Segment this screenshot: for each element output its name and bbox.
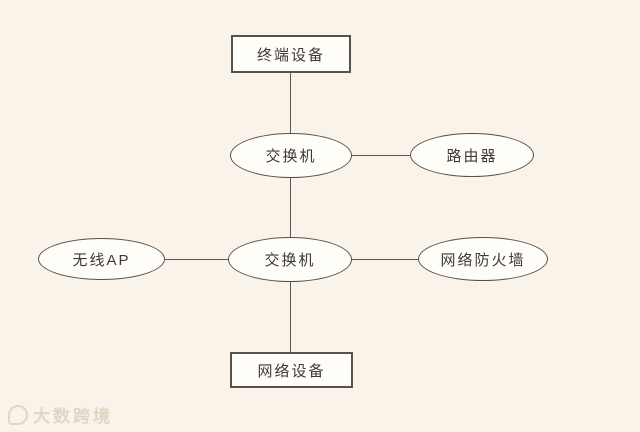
- node-terminal-device: 终端设备: [231, 35, 351, 73]
- node-wireless-ap: 无线AP: [38, 238, 165, 280]
- node-terminal-device-label: 终端设备: [256, 46, 325, 64]
- watermark-text: 大数跨境: [33, 407, 113, 426]
- node-switch-top: 交换机: [230, 133, 352, 178]
- node-switch-mid: 交换机: [228, 237, 352, 282]
- edge-terminal-to-switch-top: [290, 73, 291, 133]
- node-switch-mid-label: 交换机: [264, 252, 316, 269]
- node-network-firewall: 网络防火墙: [418, 237, 548, 281]
- node-wireless-ap-label: 无线AP: [72, 251, 131, 269]
- node-switch-top-label: 交换机: [265, 148, 317, 165]
- edge-switch-mid-to-network-device: [290, 282, 291, 352]
- edge-switch-top-to-switch-mid: [290, 178, 291, 237]
- edge-wireless-ap-to-switch-mid: [165, 259, 228, 260]
- edge-switch-top-to-router: [352, 155, 410, 156]
- edge-switch-mid-to-firewall: [352, 259, 418, 260]
- node-router: 路由器: [410, 133, 534, 177]
- node-network-firewall-label: 网络防火墙: [440, 251, 526, 269]
- watermark-logo-icon: [8, 404, 28, 425]
- node-network-device-label: 网络设备: [257, 362, 326, 380]
- watermark: 大数跨境: [8, 402, 113, 427]
- node-router-label: 路由器: [446, 147, 498, 165]
- node-network-device: 网络设备: [230, 352, 353, 388]
